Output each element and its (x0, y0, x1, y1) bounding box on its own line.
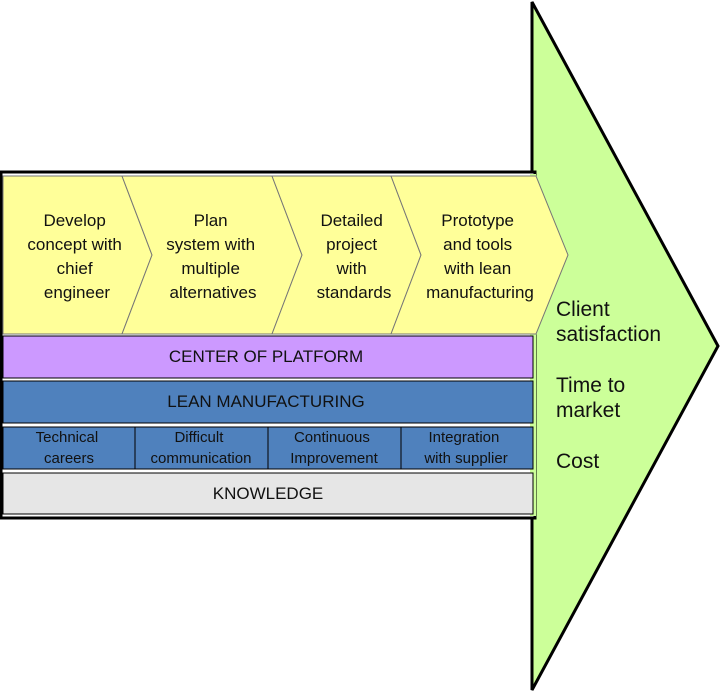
outcomes: Client satisfaction Time to market Cost (556, 298, 661, 473)
lean-manufacturing-band (2, 380, 534, 424)
pillar-4-label: Integration with supplier (423, 429, 507, 467)
step-4-chevron (390, 175, 569, 335)
pillar-1-label: Technical careers (36, 429, 103, 467)
lean-manufacturing-label: LEAN MANUFACTURING (167, 392, 364, 411)
pillars: Technical careers Difficult communicatio… (2, 426, 534, 470)
step-4-label: Prototype and tools with lean manufactur… (426, 211, 534, 302)
arrow-head (530, 1, 720, 691)
outcome-client-satisfaction: Client satisfaction (556, 298, 661, 346)
step-2-label: Plan system with multiple alternatives (166, 211, 260, 302)
pillar-1 (2, 426, 136, 470)
outcome-time-to-market: Time to market (556, 374, 631, 422)
pillar-2 (134, 426, 269, 470)
step-1-label: Develop concept with chief engineer (27, 211, 126, 302)
platform-band (2, 335, 534, 379)
platform-label: CENTER OF PLATFORM (169, 347, 363, 366)
outcome-cost: Cost (556, 450, 599, 473)
step-1-chevron (2, 175, 153, 335)
step-3-label: Detailed project with standards (317, 211, 392, 302)
process-steps: Develop concept with chief engineer Plan… (2, 175, 569, 335)
pillar-4 (400, 426, 534, 470)
pillar-2-label: Difficult communication (151, 429, 252, 467)
knowledge-label: KNOWLEDGE (213, 484, 324, 503)
knowledge-band (2, 472, 534, 515)
pillar-3-label: Continuous Improvement (290, 429, 378, 467)
